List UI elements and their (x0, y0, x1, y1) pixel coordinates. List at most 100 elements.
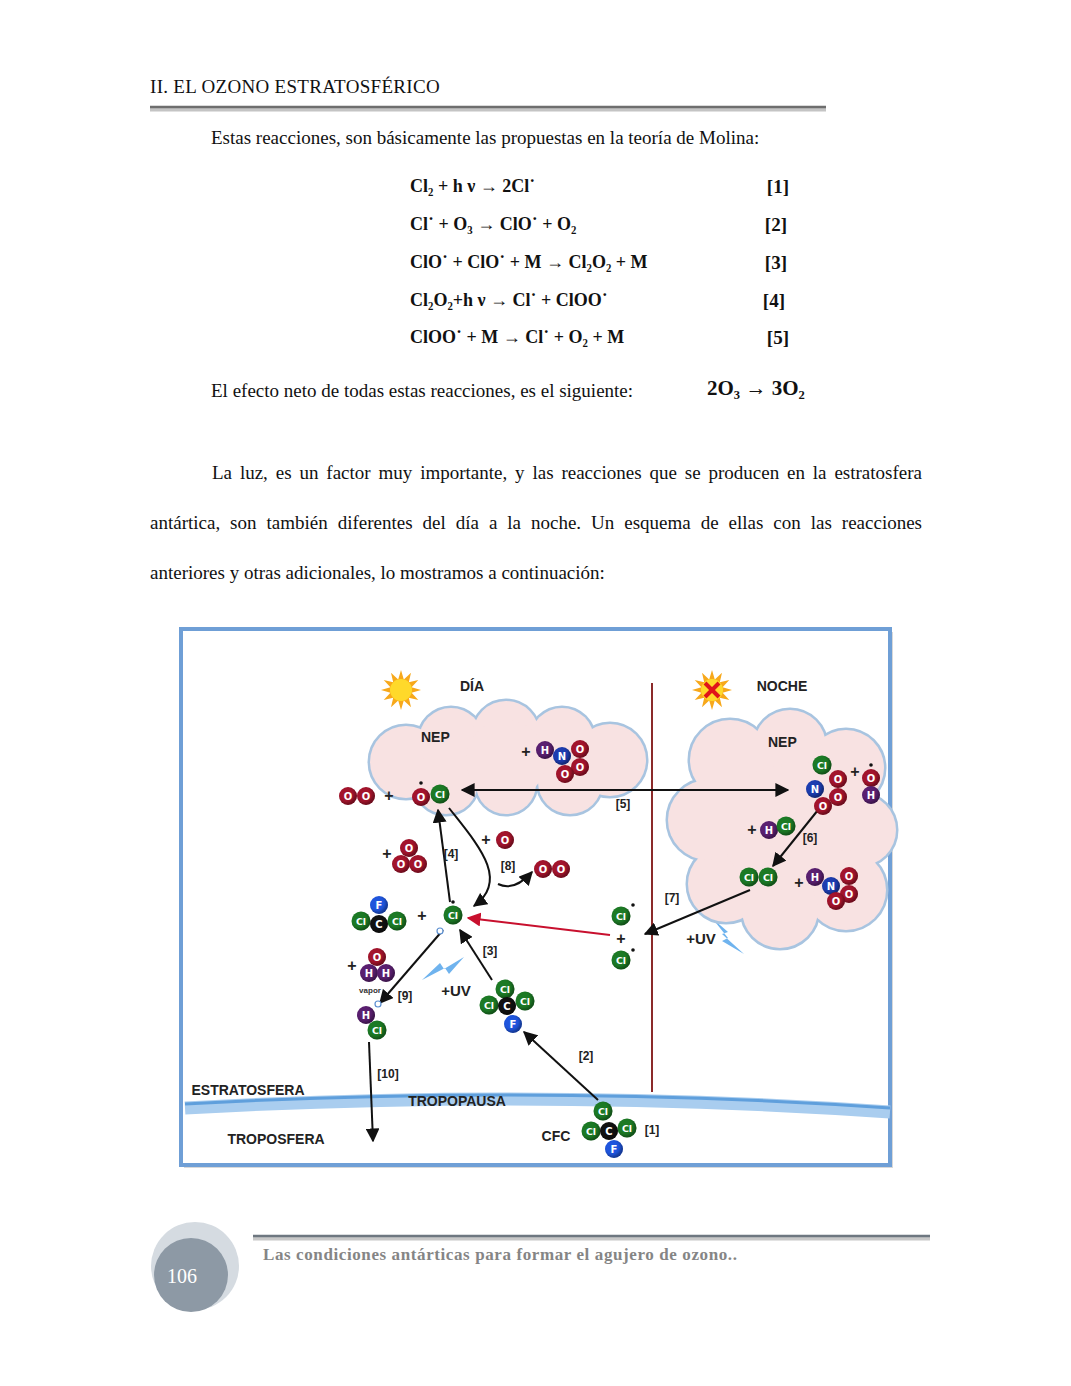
callout-number: [4] (444, 847, 459, 861)
callout-number: [3] (483, 944, 498, 958)
atom: Cl (388, 912, 407, 931)
plus-sign: + (347, 957, 356, 975)
atom: C (370, 915, 388, 933)
atom: O (827, 892, 845, 910)
drawing-part (524, 1032, 598, 1100)
region-label: TROPOPAUSA (408, 1093, 506, 1109)
equation-number: [1] (767, 176, 789, 198)
plus-sign: + (417, 907, 426, 925)
drawing-part (375, 1001, 381, 1007)
atom: Cl (813, 756, 832, 775)
drawing-part (253, 1235, 930, 1238)
sun-icon (381, 670, 421, 710)
drawing-part (462, 789, 788, 791)
atom: O (814, 797, 832, 815)
atom: Cl (480, 996, 499, 1015)
atom: O (829, 770, 847, 788)
atom: Cl (612, 951, 631, 970)
drawing-part (468, 918, 610, 935)
equation: Cl₂ + h ν → 2Cl˙ (410, 176, 535, 197)
cloud-region: NEP (366, 702, 650, 814)
callout-number: [10] (377, 1067, 398, 1081)
plus-sign: + (850, 763, 859, 781)
atom: O (392, 855, 410, 873)
callout-number: [7] (665, 891, 680, 905)
drawing-part (181, 629, 890, 1165)
atom: H (536, 741, 554, 759)
drawing-part (631, 903, 635, 907)
body-text: El efecto neto de todas estas reacciones… (211, 380, 633, 402)
equation-number: [4] (763, 290, 785, 312)
callout-number: [8] (501, 859, 516, 873)
region-label: TROPOSFERA (227, 1131, 324, 1147)
drawing-part (651, 683, 653, 1092)
region-label: DÍA (460, 678, 484, 694)
drawing-part (253, 1236, 930, 1241)
atom: F (605, 1140, 623, 1158)
atom: O (571, 740, 589, 758)
drawing-part (498, 872, 532, 886)
atom: C (600, 1122, 618, 1140)
atom: Cl (368, 1021, 387, 1040)
equation-number: [5] (767, 327, 789, 349)
atom: O (534, 860, 552, 878)
drawing-part (668, 710, 896, 948)
atom: Cl (444, 906, 463, 925)
drawing-part (154, 1238, 228, 1312)
body-paragraph: La luz, es un factor muy importante, y l… (150, 448, 922, 598)
atom: O (862, 769, 880, 787)
cloud-label: NEP (768, 734, 797, 750)
atom: Cl (618, 1119, 637, 1138)
plus-sign: + (481, 831, 490, 849)
drawing-part (773, 810, 818, 866)
atom: Cl (612, 907, 631, 926)
uv-label: +UV (686, 930, 716, 947)
drawing-part (381, 670, 421, 710)
region-label: CFC (542, 1128, 571, 1144)
atom: O (840, 867, 858, 885)
callout-number: [6] (803, 831, 818, 845)
drawing-part (721, 766, 845, 890)
drawing-part (369, 1042, 373, 1141)
callout-number: [5] (616, 797, 631, 811)
drawing-part (692, 670, 732, 710)
net-equation: 2O₃ → 3O₂ (707, 376, 805, 401)
drawing-part (668, 710, 896, 948)
drawing-part (150, 106, 826, 109)
plus-sign: + (616, 930, 625, 948)
atom: H (377, 964, 395, 982)
callout-number: [2] (579, 1049, 594, 1063)
drawing-part (701, 679, 723, 701)
atom: O (552, 860, 570, 878)
atom: Cl (431, 785, 450, 804)
drawing-part (422, 957, 464, 980)
cloud-outline (366, 702, 650, 814)
atom: H (360, 964, 378, 982)
drawing-part (437, 928, 443, 934)
equation: Cl˙ + O₃ → ClO˙ + O₂ (410, 214, 576, 235)
region-label: NOCHE (757, 678, 808, 694)
atom: Cl (759, 868, 778, 887)
drawing-part (369, 790, 818, 1141)
drawing-part (451, 900, 455, 904)
callout-number: [1] (645, 1123, 660, 1137)
page-header: II. EL OZONO ESTRATOSFÉRICO (150, 76, 440, 98)
region-label: ESTRATOSFERA (191, 1082, 304, 1098)
plus-sign: + (794, 874, 803, 892)
equation: ClOO˙ + M → Cl˙ + O₂ + M (410, 327, 624, 348)
atom: O (357, 787, 375, 805)
drawing-part (466, 720, 546, 800)
atom: F (370, 896, 388, 914)
equation: ClO˙ + ClO˙ + M → Cl₂O₂ + M (410, 252, 648, 273)
molecule-note: vapor (359, 986, 381, 995)
atom: Cl (496, 980, 515, 999)
atom: O (412, 788, 430, 806)
atom: Cl (740, 868, 759, 887)
drawing-part (631, 948, 635, 952)
atom: O (339, 787, 357, 805)
drawing-part (419, 781, 423, 785)
drawing-part (645, 890, 750, 934)
